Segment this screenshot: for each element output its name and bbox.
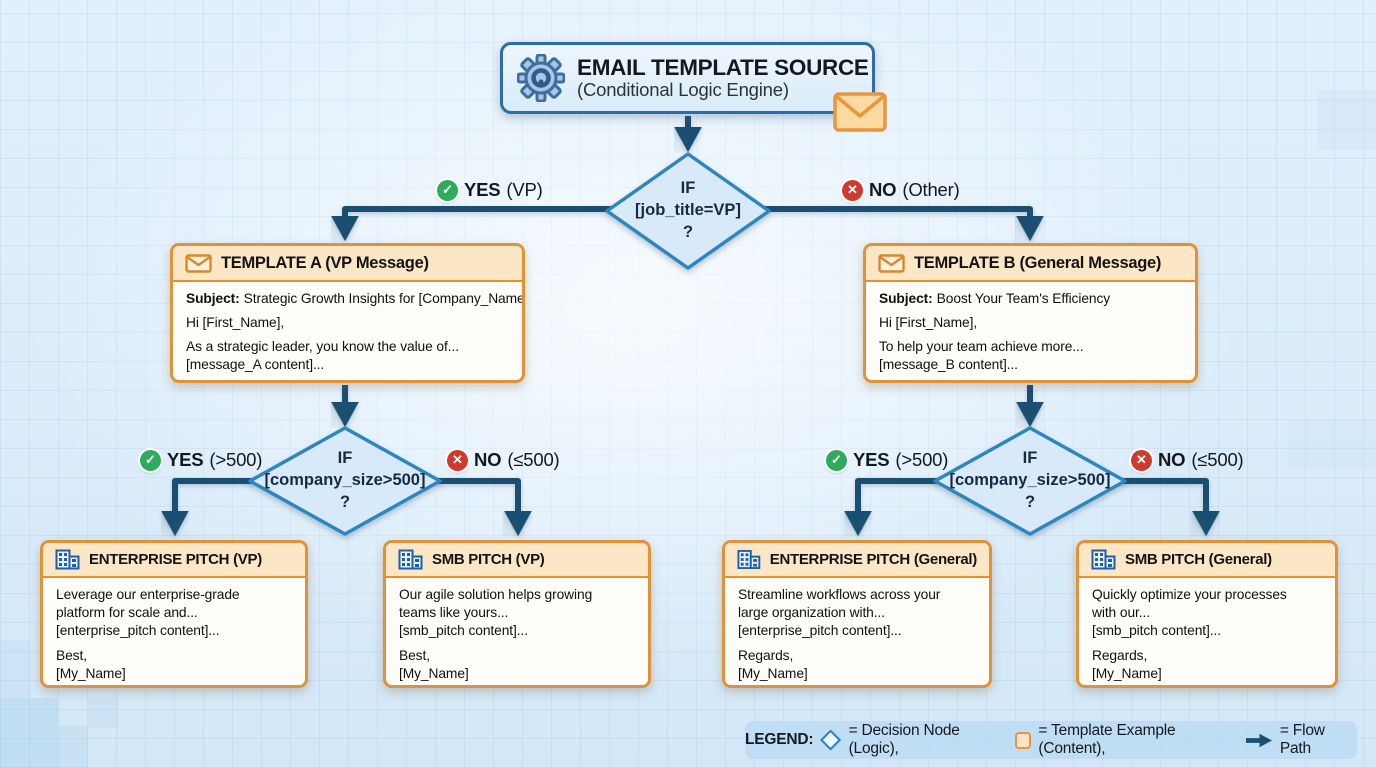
branch-label-no-under500-vp: ✕ NO (≤500) (447, 449, 560, 471)
flow-arrow-icon (1245, 733, 1272, 747)
decision-diamond-icon (820, 729, 842, 751)
cross-icon: ✕ (842, 179, 863, 201)
subject-text: Boost Your Team's Efficiency (936, 291, 1111, 306)
smb-pitch-general-title: SMB PITCH (General) (1125, 551, 1272, 568)
mosaic-square (0, 698, 58, 768)
branch-note: (Other) (902, 179, 960, 200)
template-b-subject: Subject:Boost Your Team's Efficiency (879, 290, 1182, 308)
pitch-signoff: Best, [My_Name] (399, 647, 469, 681)
legend-flow-text: = Flow Path (1279, 722, 1325, 757)
pitch-signoff: Regards, [My_Name] (1092, 647, 1162, 681)
smb-pitch-vp-title: SMB PITCH (VP) (432, 551, 545, 568)
branch-word: NO (1158, 449, 1186, 470)
flow-path (436, 478, 532, 537)
mosaic-square (1288, 420, 1376, 470)
branch-note: (≤500) (507, 449, 560, 470)
decision-diamond (248, 426, 442, 536)
branch-label-no-other: ✕ NO (Other) (842, 179, 960, 201)
building-icon (398, 549, 423, 570)
enterprise-pitch-general-title: ENTERPRISE PITCH (General) (769, 551, 978, 568)
flow-path (764, 206, 1044, 242)
check-icon: ✓ (140, 449, 161, 471)
decision-node-company-size-vp: IF [company_size>500] ? (264, 449, 426, 512)
template-a-body: As a strategic leader, you know the valu… (186, 338, 459, 372)
branch-note: (>500) (209, 449, 263, 470)
mosaic-square (88, 698, 118, 728)
branch-label-yes-over500-vp: ✓ YES (>500) (140, 449, 262, 471)
template-b-card: TEMPLATE B (General Message) Subject:Boo… (863, 243, 1198, 383)
pitch-signoff: Regards, [My_Name] (738, 647, 808, 681)
flow-path (161, 478, 254, 537)
template-a-subject: Subject:Strategic Growth Insights for [C… (186, 290, 522, 308)
building-icon (55, 549, 80, 570)
pitch-body: Quickly optimize your processes with our… (1092, 587, 1287, 638)
template-a-greeting: Hi [First_Name], (186, 314, 285, 330)
legend: LEGEND: = Decision Node (Logic), = Templ… (745, 721, 1357, 759)
decision-node-job-title: IF [job_title=VP] ? (635, 179, 741, 242)
pitch-body: Leverage our enterprise-grade platform f… (56, 587, 240, 638)
pitch-body: Our agile solution helps growing teams l… (399, 587, 593, 638)
envelope-icon (878, 253, 905, 273)
branch-note: (VP) (506, 179, 543, 200)
building-icon (737, 550, 761, 569)
branch-word: YES (167, 449, 204, 470)
decision-diamond (933, 426, 1127, 536)
flow-path (1121, 478, 1220, 537)
page-subtitle: (Conditional Logic Engine) (577, 79, 789, 101)
subject-label: Subject: (879, 291, 933, 306)
template-b-greeting: Hi [First_Name], (879, 314, 978, 330)
subject-label: Subject: (186, 291, 240, 306)
pitch-body: Streamline workflows across your large o… (738, 587, 941, 638)
template-b-body: To help your team achieve more... [messa… (879, 338, 1084, 372)
decision-node-company-size-general: IF [company_size>500] ? (949, 449, 1111, 512)
enterprise-pitch-vp-card: ENTERPRISE PITCH (VP) Leverage our enter… (40, 540, 308, 688)
branch-note: (>500) (895, 449, 949, 470)
check-icon: ✓ (826, 449, 847, 471)
branch-note: (≤500) (1191, 449, 1244, 470)
building-icon (1091, 549, 1116, 570)
branch-word: YES (853, 449, 890, 470)
enterprise-pitch-vp-title: ENTERPRISE PITCH (VP) (89, 551, 262, 568)
smb-pitch-general-card: SMB PITCH (General) Quickly optimize you… (1076, 540, 1338, 688)
branch-word: NO (869, 179, 897, 200)
enterprise-pitch-general-card: ENTERPRISE PITCH (General) Streamline wo… (722, 540, 992, 688)
branch-label-yes-vp: ✓ YES (VP) (437, 179, 543, 201)
source-node: EMAIL TEMPLATE SOURCE (Conditional Logic… (500, 42, 875, 114)
envelope-icon (833, 92, 887, 132)
subject-text: Strategic Growth Insights for [Company_N… (243, 291, 525, 306)
page-title: EMAIL TEMPLATE SOURCE (577, 55, 869, 81)
gear-icon (517, 54, 565, 102)
pitch-signoff: Best, [My_Name] (56, 647, 126, 681)
branch-word: NO (474, 449, 502, 470)
smb-pitch-vp-card: SMB PITCH (VP) Our agile solution helps … (383, 540, 651, 688)
mosaic-square (1317, 90, 1376, 150)
template-b-title: TEMPLATE B (General Message) (914, 253, 1162, 272)
legend-template-text: = Template Example (Content), (1038, 722, 1176, 757)
legend-label: LEGEND: (745, 731, 814, 748)
template-a-card: TEMPLATE A (VP Message) Subject:Strategi… (170, 243, 525, 383)
flow-path (844, 478, 939, 537)
decision-diamond (605, 152, 771, 270)
envelope-icon (185, 253, 212, 273)
flow-path (331, 206, 612, 242)
mosaic-square (58, 726, 88, 768)
cross-icon: ✕ (1131, 449, 1152, 471)
legend-decision-text: = Decision Node (Logic), (848, 722, 960, 757)
branch-label-yes-over500-general: ✓ YES (>500) (826, 449, 948, 471)
template-square-icon (1014, 731, 1032, 749)
cross-icon: ✕ (447, 449, 468, 471)
check-icon: ✓ (437, 179, 458, 201)
mosaic-square (0, 640, 30, 698)
template-a-title: TEMPLATE A (VP Message) (221, 253, 429, 272)
branch-label-no-under500-general: ✕ NO (≤500) (1131, 449, 1244, 471)
branch-word: YES (464, 179, 501, 200)
